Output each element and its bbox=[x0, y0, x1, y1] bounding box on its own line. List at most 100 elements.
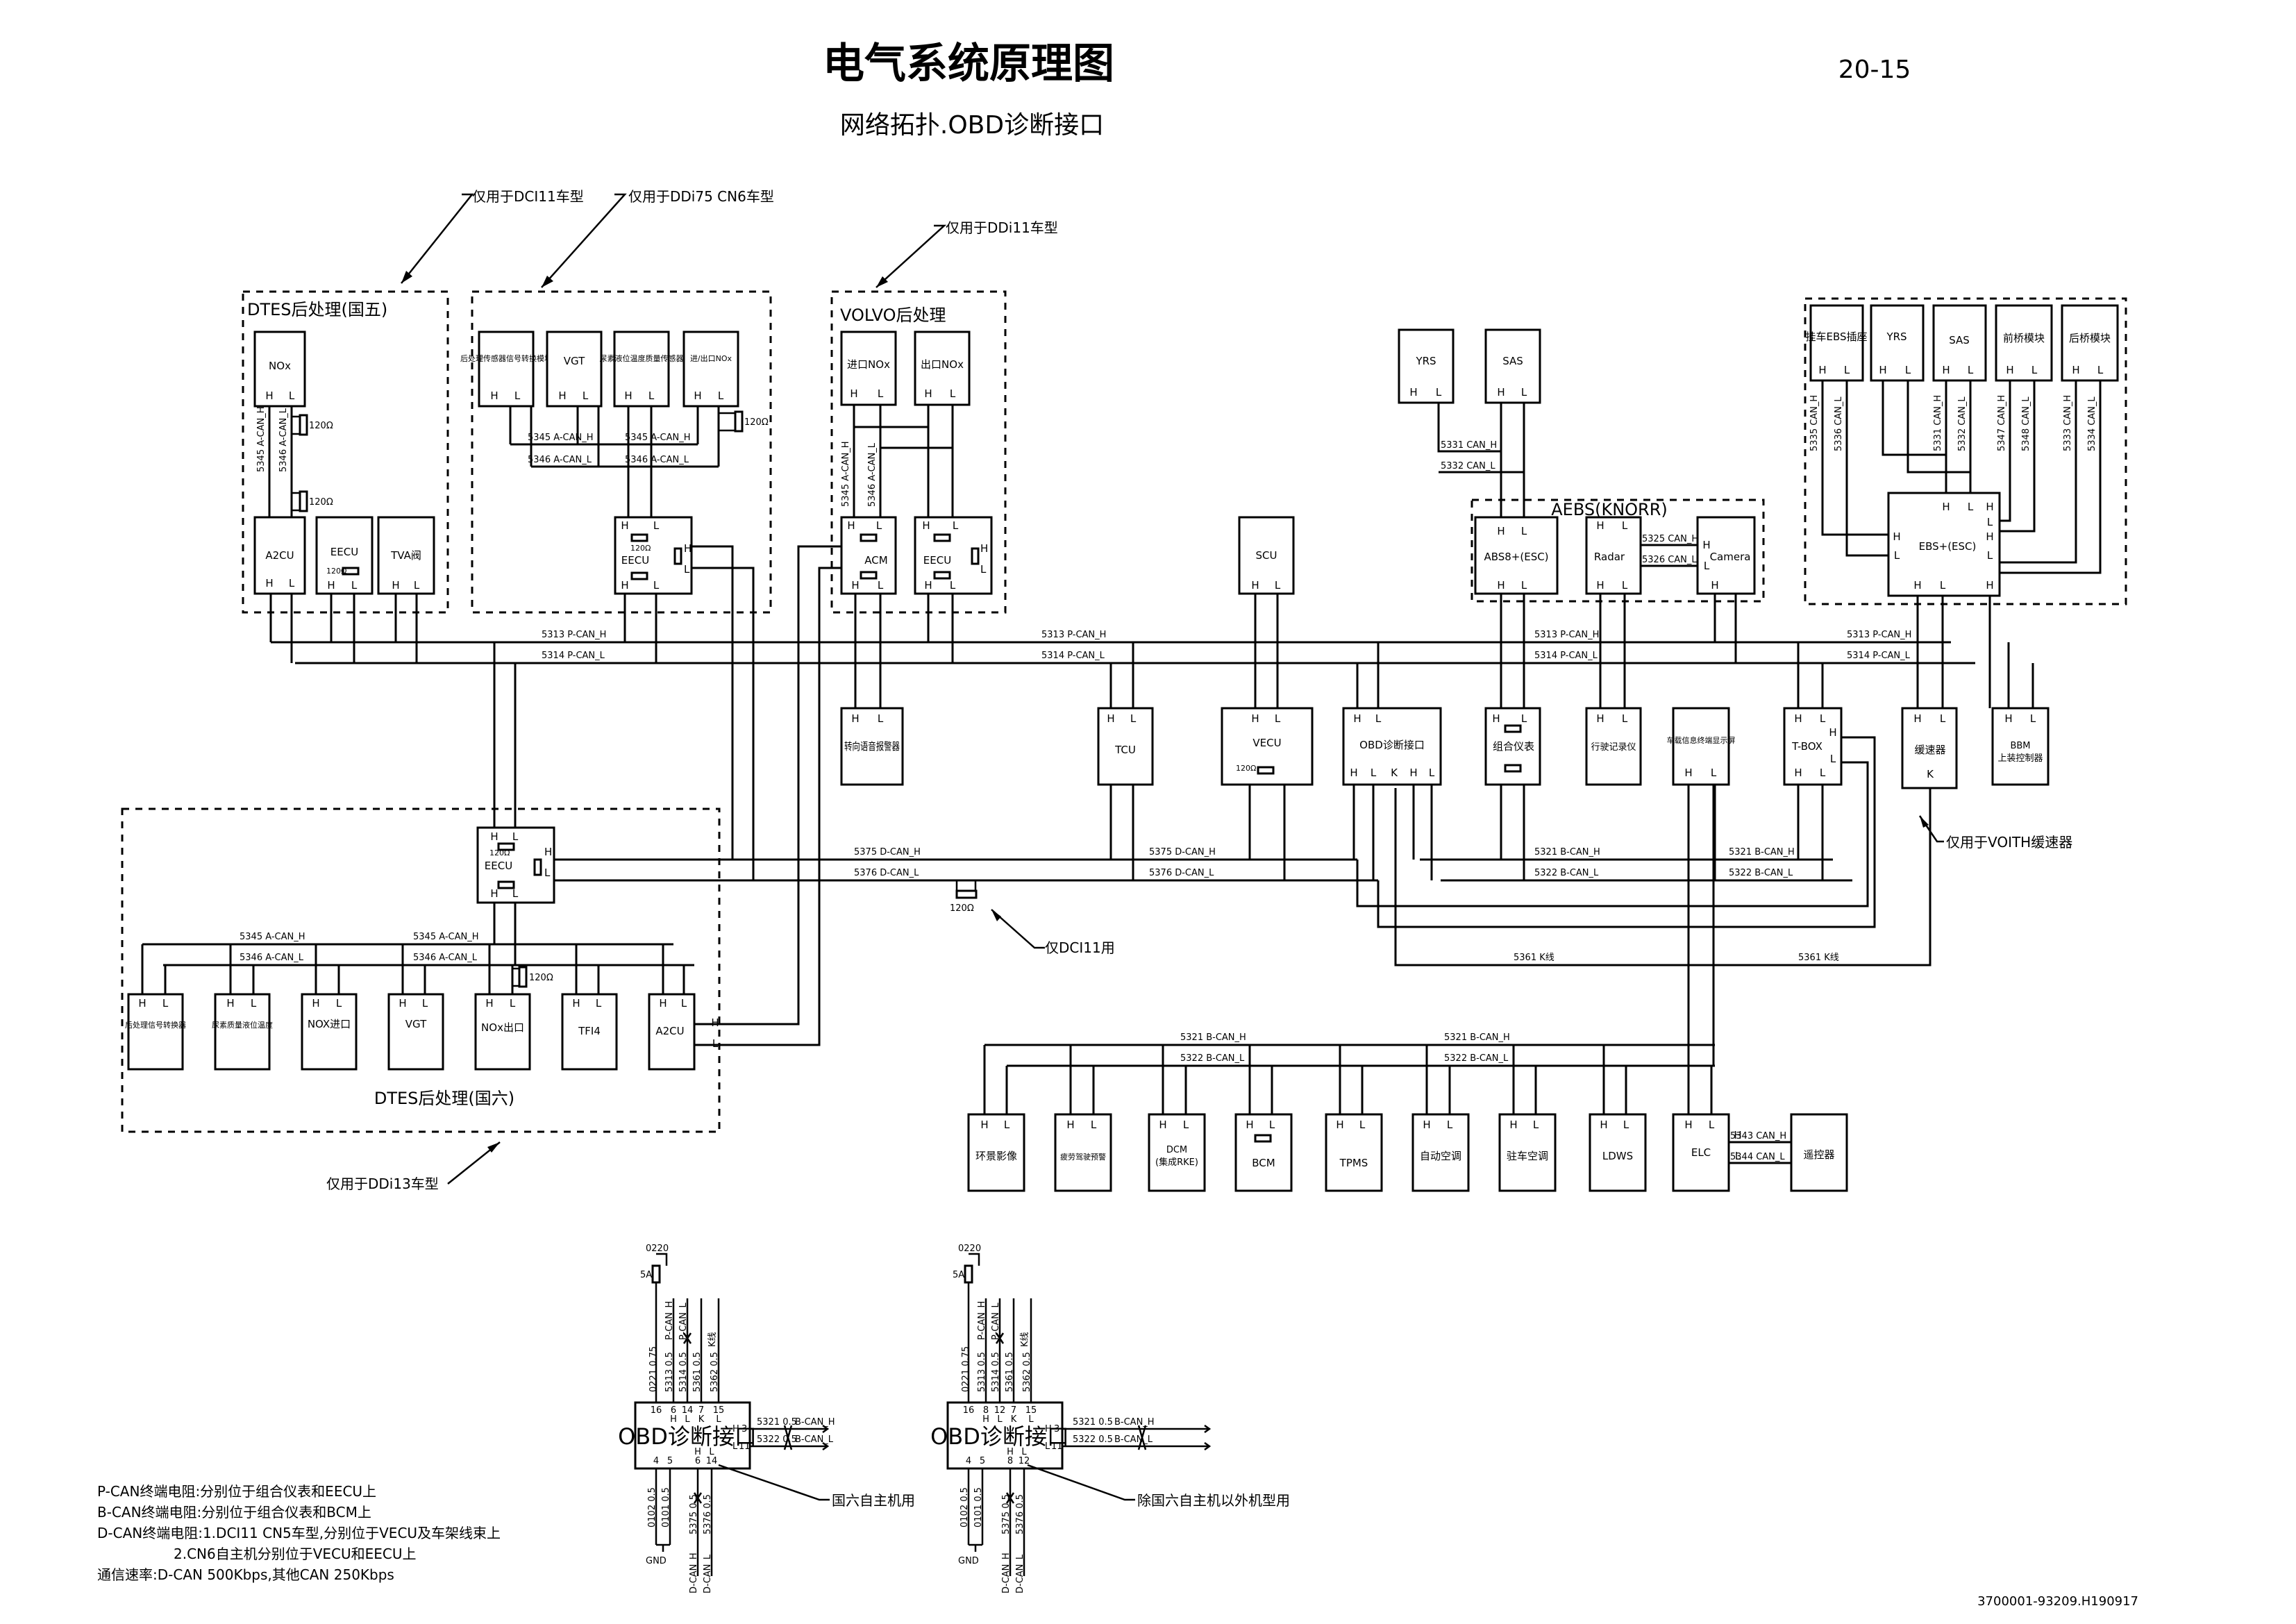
gnd-label-b: GND bbox=[958, 1556, 979, 1566]
camera-label: Camera bbox=[1710, 551, 1751, 563]
obd-connector-cn6-title: OBD诊断接口 bbox=[618, 1423, 757, 1450]
a2cu-label: A2CU bbox=[265, 549, 294, 562]
urea-sensor-label: 尿素液位温度质量传感器 bbox=[600, 353, 684, 363]
fuse-label: 5A bbox=[640, 1270, 652, 1280]
bus-p-can: 5313 P-CAN_H 5314 P-CAN_L 5313 P-CAN_H 5… bbox=[271, 630, 1975, 664]
recorder-module: H L 行驶记录仪 bbox=[1585, 707, 1642, 786]
note-5: 通信速率:D-CAN 500Kbps,其他CAN 250Kbps bbox=[97, 1566, 394, 1583]
pin-h: H bbox=[694, 1447, 701, 1457]
callout-ddi11-text: 仅用于DDi11车型 bbox=[946, 219, 1058, 236]
bot-pin-4-b: 12 bbox=[1019, 1456, 1030, 1466]
pin-l: L bbox=[653, 579, 660, 592]
pin-l: L bbox=[1275, 579, 1281, 592]
elc-module: H L ELC H L bbox=[1672, 1113, 1742, 1192]
pin-h: H bbox=[1497, 579, 1505, 592]
k-line-label-2: 5361 K线 bbox=[1798, 953, 1839, 963]
gnd-label: GND bbox=[646, 1556, 667, 1566]
nox-in6-label: NOX进口 bbox=[308, 1018, 351, 1030]
group-dtes5-label: DTES后处理(国五) bbox=[247, 300, 387, 319]
pin-h: H bbox=[2072, 364, 2079, 376]
obd-wires bbox=[1352, 642, 1433, 880]
p-can-l-tag: P-CAN_L bbox=[678, 1303, 689, 1340]
p-can-l-label: 5314 P-CAN_L bbox=[542, 651, 605, 661]
resistor-label: 120Ω bbox=[744, 417, 769, 428]
ebs-to-bus bbox=[1916, 596, 1991, 708]
pin-h: H bbox=[1066, 1119, 1074, 1131]
pin-h: H bbox=[1596, 712, 1604, 725]
yrs-module: YRS H L bbox=[1398, 328, 1455, 404]
pin-h: H bbox=[924, 387, 932, 400]
b-can-h-label-2: 5321 B-CAN_H bbox=[1729, 847, 1795, 857]
pin-h: H bbox=[711, 1016, 719, 1029]
pin-l: L bbox=[1709, 1119, 1715, 1131]
radar-label: Radar bbox=[1594, 551, 1625, 563]
group-aebs-label: AEBS(KNORR) bbox=[1551, 500, 1668, 519]
yrs-label: YRS bbox=[1415, 355, 1436, 367]
vecu-label: VECU bbox=[1252, 737, 1281, 749]
a2cu-module: A2CU H L bbox=[253, 516, 306, 595]
pin-l: L bbox=[1521, 579, 1527, 592]
wire-5313: 5313 0.5 bbox=[664, 1352, 675, 1392]
pin-l: L bbox=[1820, 712, 1826, 725]
pin-l: L bbox=[876, 519, 882, 532]
obd-module: H L OBD诊断接口 H L K H L bbox=[1342, 707, 1442, 786]
pin-h: H bbox=[670, 1414, 677, 1425]
pin-l: L bbox=[1269, 1119, 1275, 1131]
pin-h: H bbox=[922, 519, 930, 532]
pin-l: L bbox=[422, 997, 428, 1010]
pin-l: L bbox=[1521, 712, 1527, 725]
pin-h: H bbox=[1600, 1119, 1607, 1131]
a2cu6-module: H L A2CU H L bbox=[648, 993, 719, 1071]
pin-h: H bbox=[1684, 767, 1692, 779]
pin-l: L bbox=[596, 997, 602, 1010]
pin-l: L bbox=[718, 390, 724, 402]
dcm-module: H L DCM (集成RKE) bbox=[1148, 1113, 1206, 1192]
pin-l: L bbox=[1045, 1441, 1050, 1452]
pin-l: L bbox=[289, 390, 295, 402]
pin-h: H bbox=[1986, 530, 1993, 543]
bot-pin-2: 5 bbox=[667, 1456, 673, 1466]
pin-l: L bbox=[351, 579, 358, 592]
d-can-l-label: 5376 D-CAN_L bbox=[854, 868, 919, 878]
a-can6-h-label-2: 5345 A-CAN_H bbox=[413, 932, 479, 942]
pin-l: L bbox=[1521, 386, 1527, 399]
pin-l: L bbox=[1521, 525, 1527, 537]
tcu-module: H L TCU bbox=[1097, 707, 1154, 786]
wire-0102: 0102 0.5 bbox=[647, 1487, 657, 1527]
volvo-a-can-h-label: 5345 A-CAN_H bbox=[841, 442, 851, 508]
pin-h: H bbox=[1734, 1129, 1741, 1141]
pin-l: L bbox=[709, 1447, 714, 1457]
pin-l: L bbox=[1704, 560, 1710, 572]
scu-module: SCU H L bbox=[1238, 516, 1295, 595]
b-can-l-label: 5322 B-CAN_L bbox=[1534, 868, 1599, 878]
nox-can-wires bbox=[268, 406, 293, 517]
bot-pin-3: 6 bbox=[695, 1456, 701, 1466]
acm-label: ACM bbox=[864, 554, 887, 567]
callout-voith-text: 仅用于VOITH缓速器 bbox=[1946, 834, 2072, 851]
yrs2-label: YRS bbox=[1886, 330, 1907, 343]
note-4: 2.CN6自主机分别位于VECU和EECU上 bbox=[174, 1546, 417, 1562]
document-number: 3700001-93209.H190917 bbox=[1977, 1594, 2138, 1609]
pin-l: L bbox=[997, 1414, 1003, 1425]
rear-axle-label: 后桥模块 bbox=[2069, 332, 2111, 344]
ebs-wire-5: 5347 CAN_H bbox=[1997, 395, 2007, 451]
vgt6-module: H L VGT bbox=[387, 993, 444, 1071]
pin-h: H bbox=[1986, 579, 1993, 592]
pin-h: H bbox=[1423, 1119, 1430, 1131]
pin-l: L bbox=[510, 997, 516, 1010]
right-pin-3: 3 bbox=[741, 1424, 747, 1434]
group-ddi75-frame bbox=[471, 290, 772, 614]
tbox-module: H L T-BOX H L H L bbox=[1783, 707, 1843, 786]
v0220-label: 0220 bbox=[646, 1244, 669, 1254]
pin-h: H bbox=[1251, 579, 1259, 592]
ldws-label: LDWS bbox=[1602, 1150, 1633, 1162]
d-can-h-label-2: 5375 D-CAN_H bbox=[1149, 847, 1216, 857]
obd-connector-other: OBD诊断接口 0220 5A 0221 0.75 5313 0.5 5314 … bbox=[930, 1244, 1290, 1593]
ebs-wire-3: 5331 CAN_H bbox=[1933, 395, 1943, 451]
callout-ddi75: 仅用于DDi75 CN6车型 bbox=[541, 188, 774, 288]
pin-l: L bbox=[1987, 549, 1993, 562]
pin-h: H bbox=[1829, 726, 1836, 739]
wire-5322-b: 5322 0.5 bbox=[1073, 1434, 1113, 1445]
wire-5321: 5321 0.5 bbox=[757, 1417, 797, 1428]
tfi4-module: H L TFI4 bbox=[561, 993, 618, 1071]
